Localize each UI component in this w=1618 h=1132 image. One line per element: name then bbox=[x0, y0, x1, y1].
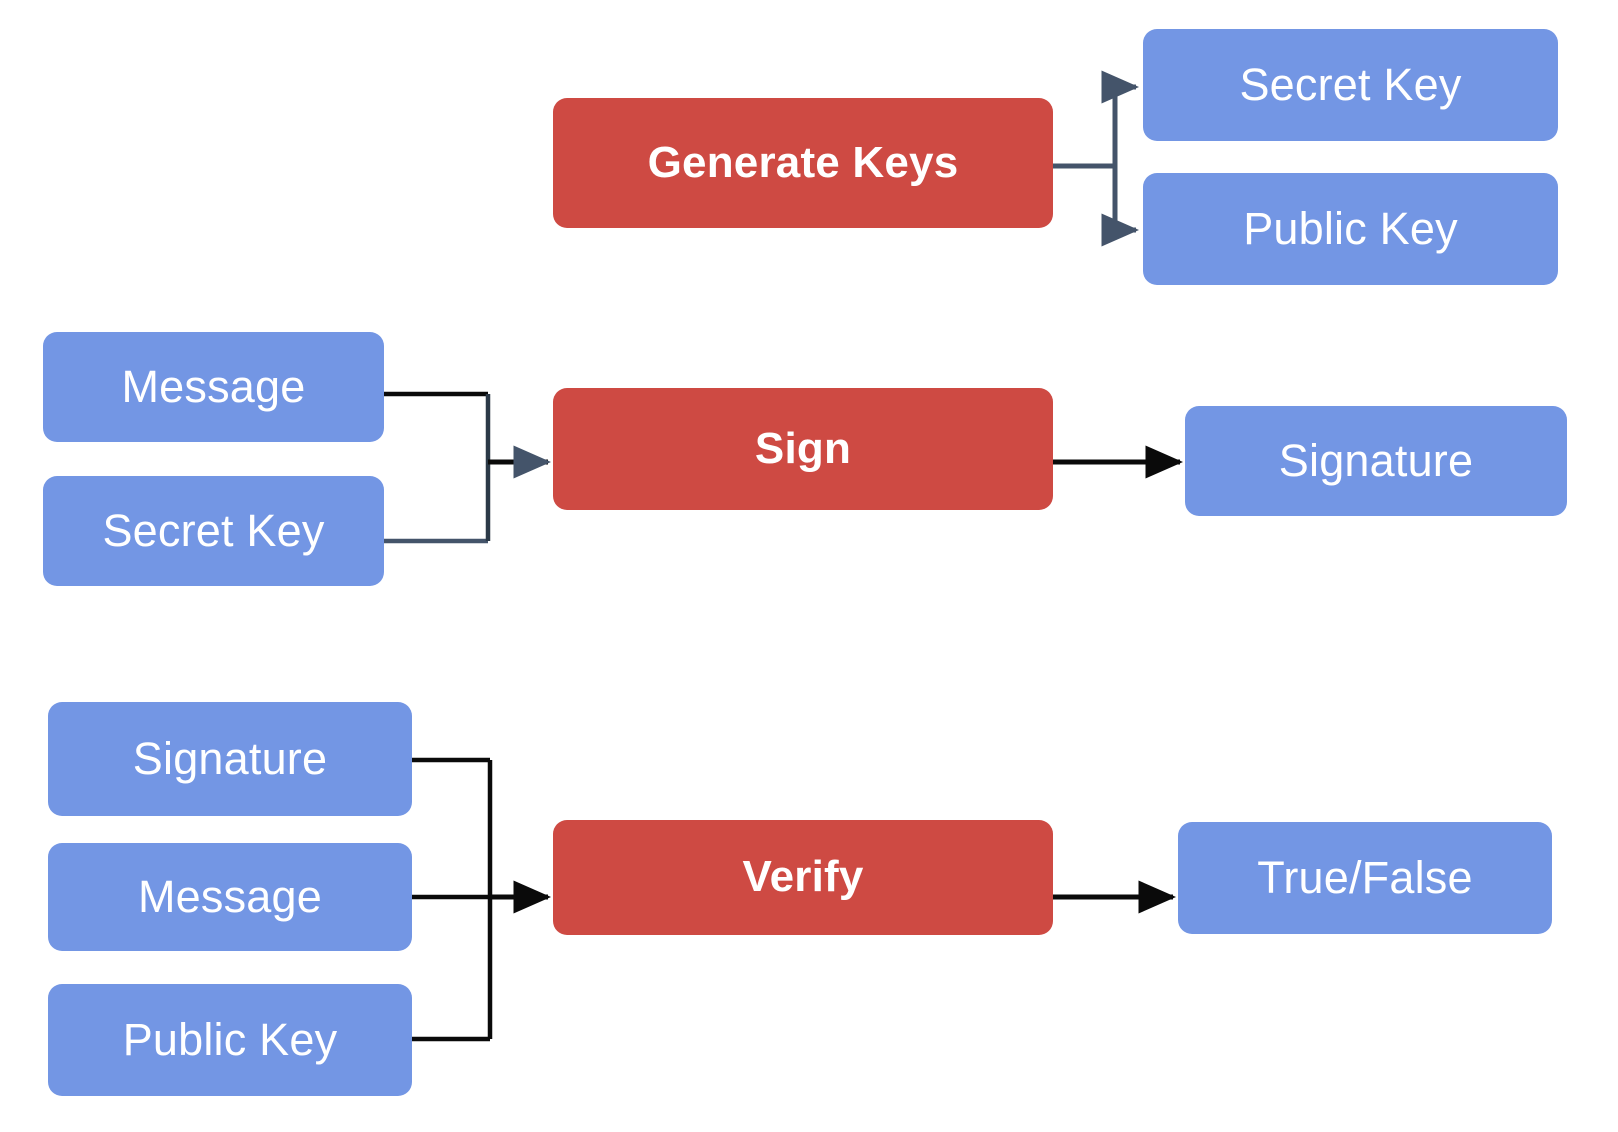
data-signature-verify-input-label: Signature bbox=[132, 733, 328, 785]
data-message-sign-input[interactable]: Message bbox=[43, 332, 384, 442]
data-signature-output-label: Signature bbox=[1278, 435, 1474, 487]
process-generate-keys-label: Generate Keys bbox=[647, 137, 959, 187]
edge-inputs-to-sign bbox=[384, 391, 552, 544]
data-signature-verify-input[interactable]: Signature bbox=[48, 702, 412, 816]
edge-generatekeys-to-keys bbox=[1053, 70, 1140, 247]
data-true-false-output[interactable]: True/False bbox=[1178, 822, 1552, 934]
data-secret-key-output-label: Secret Key bbox=[1239, 59, 1462, 111]
data-secret-key-sign-input-label: Secret Key bbox=[102, 505, 325, 557]
data-message-verify-input[interactable]: Message bbox=[48, 843, 412, 951]
data-message-verify-input-label: Message bbox=[138, 871, 322, 923]
edge-inputs-to-verify bbox=[412, 757, 552, 1042]
process-generate-keys[interactable]: Generate Keys bbox=[553, 98, 1053, 228]
data-true-false-output-label: True/False bbox=[1257, 852, 1473, 904]
process-sign[interactable]: Sign bbox=[553, 388, 1053, 510]
data-public-key-output-label: Public Key bbox=[1243, 203, 1458, 255]
data-public-key-verify-input[interactable]: Public Key bbox=[48, 984, 412, 1096]
data-secret-key-output[interactable]: Secret Key bbox=[1143, 29, 1558, 141]
data-message-sign-input-label: Message bbox=[121, 361, 306, 413]
process-verify-label: Verify bbox=[742, 852, 864, 902]
data-public-key-output[interactable]: Public Key bbox=[1143, 173, 1558, 285]
data-secret-key-sign-input[interactable]: Secret Key bbox=[43, 476, 384, 586]
data-public-key-verify-input-label: Public Key bbox=[122, 1014, 338, 1066]
process-sign-label: Sign bbox=[754, 423, 852, 473]
process-verify[interactable]: Verify bbox=[553, 820, 1053, 935]
data-signature-output[interactable]: Signature bbox=[1185, 406, 1567, 516]
